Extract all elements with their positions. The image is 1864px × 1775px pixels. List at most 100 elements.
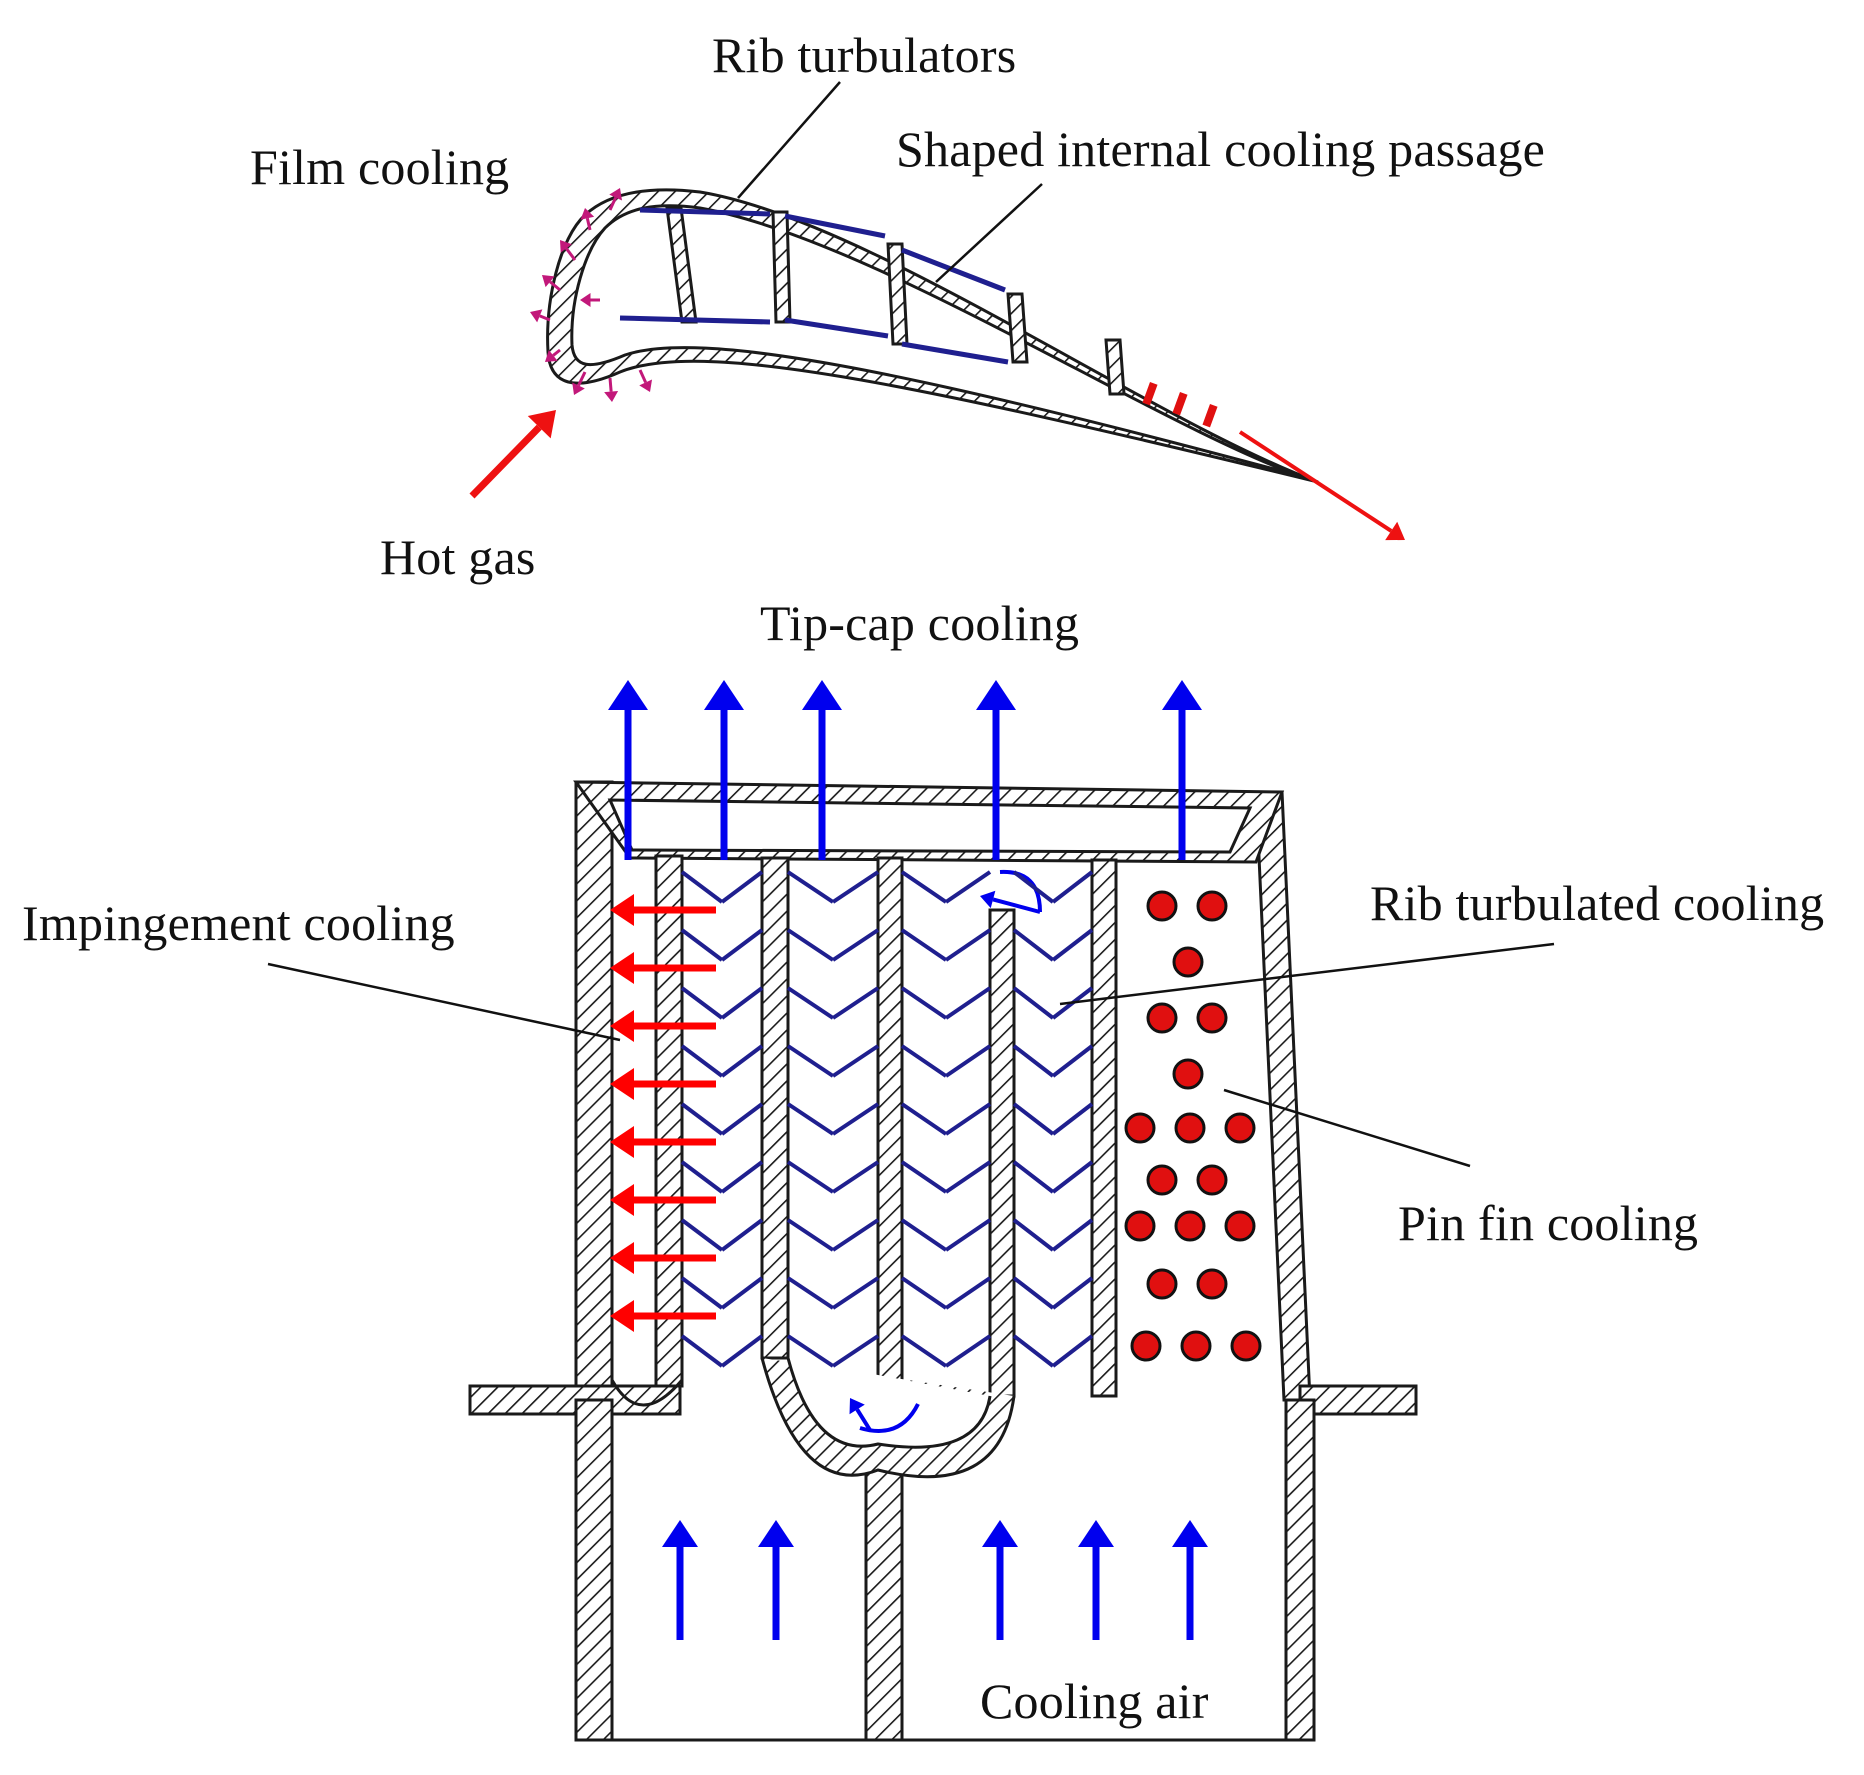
label-rib-turbulated-cooling: Rib turbulated cooling [1370,875,1825,931]
arrow-head [610,1300,634,1332]
label-pin-fin-cooling: Pin fin cooling [1398,1195,1699,1251]
arrow-shaft [585,217,592,231]
arrow-head [572,382,585,395]
film-cooling-arrow-4 [542,275,561,292]
arrow-shaft [577,371,587,387]
rib-ch1-2-left [680,928,724,962]
arrow-shaft [539,314,551,322]
arrow-head [610,894,634,926]
tip-cap-arrow-1 [608,680,648,860]
pin-fin-11 [1196,1164,1228,1196]
film-cooling-arrow-1 [608,188,623,211]
airfoil-cross-section [469,188,1405,541]
rib-ch2-9-left [786,1334,835,1368]
rib-ch1-7-right [720,1218,764,1252]
film-cooling-arrow-7 [572,371,587,395]
leader-pin-fin [1223,1088,1471,1168]
pin-fins [1124,890,1262,1362]
rib-ch1-4-left [680,1044,724,1078]
trailing-edge-pin-1 [1142,382,1158,406]
rib-ch4-8-left [1012,1276,1055,1310]
arrow-head [610,952,634,984]
blade-cutaway [468,780,1418,1742]
rib-ch4-1-left [1012,870,1055,904]
airfoil-internal-rib-3 [886,242,909,346]
label-rib-turbulators: Rib turbulators [712,27,1017,83]
root-turn-arrow [849,1398,872,1432]
arrow-shaft [608,377,613,392]
rib-ch2-5-right [831,1102,880,1136]
pin-fin-12 [1124,1210,1156,1242]
airfoil-internal-rib-2 [771,210,792,324]
rib-ch2-2-left [786,928,835,962]
airfoil-rib-line-1 [639,207,771,217]
rib-ch2-1-right [831,870,880,904]
arrow-head [610,1242,634,1274]
arrow-head [662,1520,698,1547]
rib-ch2-4-right [831,1044,880,1078]
arrow-shaft [608,196,618,211]
hot-gas-arrow [469,410,556,499]
rib-ch4-9-left [1012,1334,1055,1368]
rib-ch2-1-left [786,870,835,904]
rib-ch3-9-left [900,1334,948,1368]
rib-ch1-2-right [720,928,764,962]
impingement-turn [610,1379,684,1407]
pin-fin-14 [1224,1210,1256,1242]
pin-fin-7 [1124,1112,1156,1144]
airfoil-rib-turbulators [619,207,1009,365]
cooling-air-arrow-3 [982,1520,1018,1640]
rib-ch3-4-right [944,1044,992,1078]
arrow-shaft [565,247,577,261]
impingement-arrows [610,894,716,1332]
arrow-head [980,890,996,909]
rib-ch1-6-left [680,1160,724,1194]
rib-ch2-3-left [786,986,835,1020]
pin-fin-1 [1146,890,1178,922]
arrow-head [1162,680,1202,710]
arrow-shaft [552,348,561,357]
impingement-arrow-4 [610,1068,716,1100]
arrow-head [530,309,543,323]
shank-center-wall [864,1458,904,1742]
right-platform [1298,1384,1418,1416]
rib-ch3-8-left [900,1276,948,1310]
tip-cap-arrow-3 [802,680,842,860]
arrow-head [560,240,572,253]
rib-ch2-6-right [831,1160,880,1194]
rib-ch1-1-right [720,870,764,904]
label-cooling-air: Cooling air [980,1673,1209,1729]
arrow-head [639,379,653,392]
rib-ch3-6-right [944,1160,992,1194]
rib-ch3-5-right [944,1102,992,1136]
airfoil-internal-rib-5 [1104,338,1126,396]
rib-ch1-4-right [720,1044,764,1078]
cooling-air-arrow-1 [662,1520,698,1640]
rib-ch1-6-right [720,1160,764,1194]
rib-ch3-8-right [944,1276,992,1310]
shank-right-wall [1284,1398,1316,1742]
rib-ch4-7-right [1051,1218,1094,1252]
rib-ch1-9-right [720,1334,764,1368]
rib-ch3-3-right [944,986,992,1020]
leader-rib-turbulated [1059,942,1555,1006]
trailing-edge-pin-3 [1202,404,1218,428]
impingement-arrow-5 [610,1126,716,1158]
trailing-edge-exit-arrow [1238,430,1405,541]
cooling-air-arrow-5 [1172,1520,1208,1640]
arrow-head [610,1068,634,1100]
rib-ch1-3-right [720,986,764,1020]
cooling-air-arrow-2 [758,1520,794,1640]
arrow-head [1385,521,1405,541]
rib-ch4-5-right [1051,1102,1094,1136]
airfoil-rib-line-4 [619,315,771,325]
tip-cap-arrows [608,680,1202,860]
film-cooling-arrow-2 [580,208,595,231]
rib-ch4-5-left [1012,1102,1055,1136]
serpentine-wall-4 [1090,858,1118,1398]
arrow-head [610,1010,634,1042]
chevron-rib-turbulators [680,870,1094,1368]
rib-ch2-4-left [786,1044,835,1078]
rib-ch3-3-left [900,986,948,1020]
